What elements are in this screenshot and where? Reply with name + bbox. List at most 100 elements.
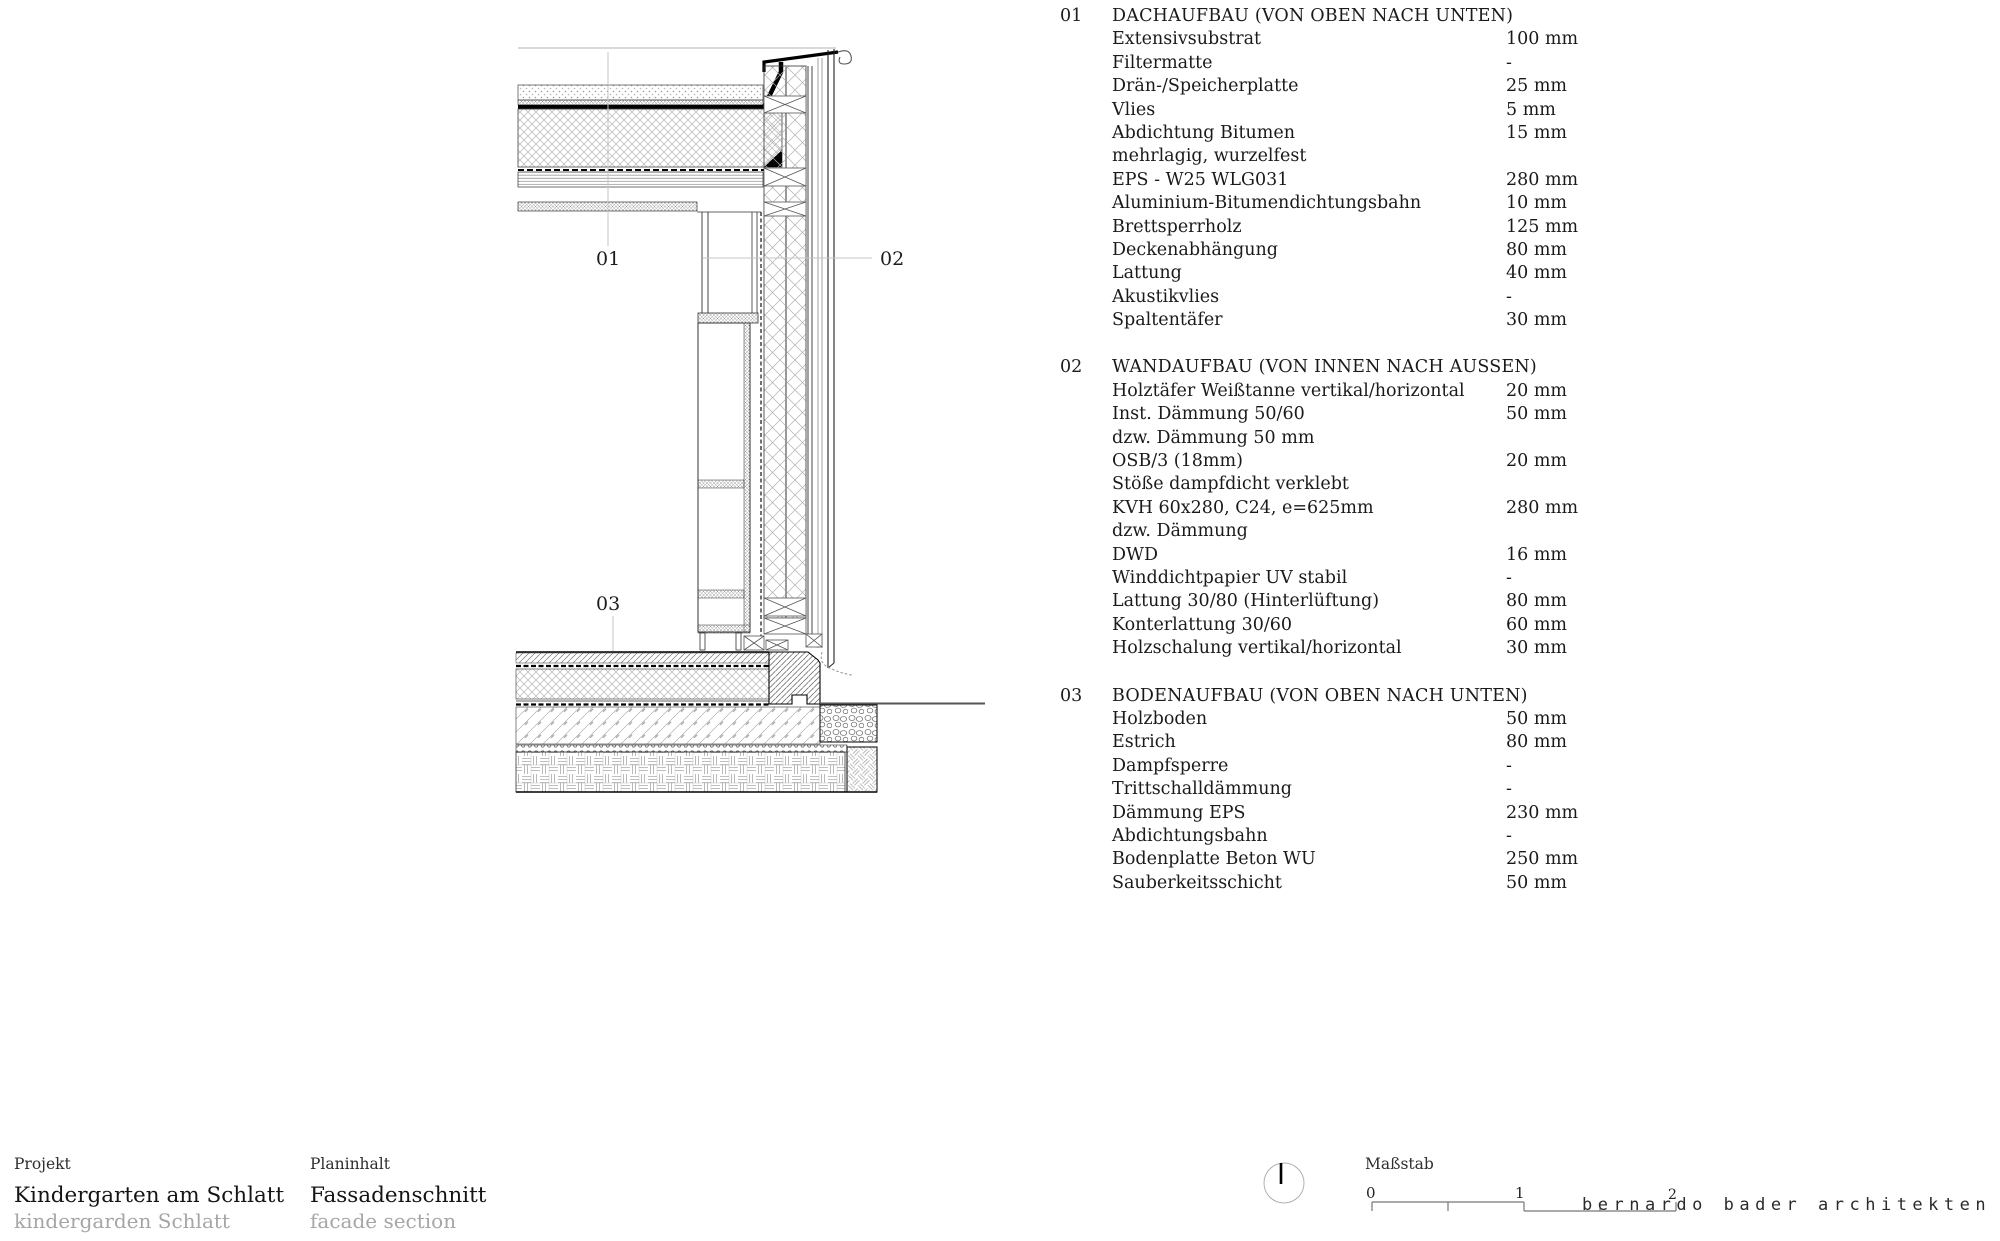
layer-name: Trittschalldämmung	[1112, 779, 1292, 800]
scale-bar	[1371, 1201, 1677, 1212]
scale-label: Maßstab	[1365, 1155, 1434, 1173]
layer-thickness: 100 mm	[1506, 29, 1579, 50]
layer-name: Holztäfer Weißtanne vertikal/horizontal	[1112, 380, 1465, 401]
layer-row: Stöße dampfdicht verklebt	[1060, 473, 1700, 496]
layer-name: Vlies	[1112, 99, 1156, 120]
layer-thickness: 50 mm	[1506, 708, 1568, 729]
layer-thickness: 50 mm	[1506, 872, 1568, 893]
layer-thickness: 80 mm	[1506, 732, 1568, 753]
plan-subtitle: facade section	[310, 1209, 457, 1233]
layer-row: dzw. Dämmung	[1060, 520, 1700, 543]
layer-name: DWD	[1112, 544, 1159, 565]
layer-thickness: -	[1506, 779, 1512, 800]
layer-thickness: 40 mm	[1506, 263, 1568, 284]
architect-firm-name: bernardo bader architekten	[1582, 1195, 1992, 1215]
layer-name: Inst. Dämmung 50/60	[1112, 404, 1305, 425]
section-title: DACHAUFBAU (VON OBEN NACH UNTEN)	[1112, 6, 1514, 26]
layer-row: dzw. Dämmung 50 mm	[1060, 427, 1700, 450]
section-number: 01	[1060, 6, 1083, 26]
layer-row: DWD 16 mm	[1060, 544, 1700, 567]
plan-title: Fassadenschnitt	[310, 1183, 487, 1208]
layer-name: Abdichtungsbahn	[1112, 825, 1268, 846]
layer-thickness: 60 mm	[1506, 614, 1568, 635]
layer-thickness: 16 mm	[1506, 544, 1568, 565]
section-title: WANDAUFBAU (VON INNEN NACH AUSSEN)	[1112, 357, 1537, 378]
section-header: 01 DACHAUFBAU (VON OBEN NACH UNTEN)	[1060, 5, 1700, 28]
layer-row: Holztäfer Weißtanne vertikal/horizontal 2…	[1060, 380, 1700, 403]
layer-name: Stöße dampfdicht verklebt	[1112, 474, 1349, 495]
layer-thickness: 125 mm	[1506, 216, 1579, 237]
layer-thickness: 280 mm	[1506, 169, 1579, 190]
scale-tick-2: 2	[1668, 1187, 1677, 1203]
layer-name: Lattung	[1112, 263, 1182, 284]
layer-name: Bodenplatte Beton WU	[1112, 849, 1316, 870]
layer-thickness: 50 mm	[1506, 404, 1568, 425]
layer-row: Konterlattung 30/60 60 mm	[1060, 614, 1700, 637]
scale-tick-1: 1	[1515, 1184, 1525, 1202]
layer-thickness: 80 mm	[1506, 239, 1568, 260]
layer-row: Inst. Dämmung 50/60 50 mm	[1060, 403, 1700, 426]
wall-assembly	[760, 49, 853, 676]
layer-thickness: -	[1506, 567, 1512, 588]
layer-row: Winddichtpapier UV stabil -	[1060, 567, 1700, 590]
layer-row: Lattung 30/80 (Hinterlüftung)80 mm	[1060, 590, 1700, 613]
layer-name: Akustikvlies	[1112, 286, 1220, 307]
north-marker-icon	[1263, 1162, 1305, 1204]
label-01: 01	[596, 248, 620, 270]
layer-row: Abdichtungsbahn-	[1060, 825, 1700, 848]
layer-thickness: 5 mm	[1506, 99, 1556, 120]
project-subtitle: kindergarden Schlatt	[14, 1209, 230, 1233]
layer-thickness: 10 mm	[1506, 193, 1568, 214]
layer-thickness: -	[1506, 52, 1512, 73]
layer-row: mehrlagig, wurzelfest	[1060, 145, 1700, 168]
layer-thickness: 80 mm	[1506, 591, 1568, 612]
project-label: Projekt	[14, 1155, 71, 1173]
layer-name: Drän-/Speicherplatte	[1112, 76, 1299, 97]
callout-labels: 01 02 03	[596, 52, 904, 651]
layer-thickness: 30 mm	[1506, 310, 1568, 331]
layer-name: Abdichtung Bitumen	[1112, 122, 1296, 143]
layer-name: dzw. Dämmung 50 mm	[1112, 427, 1315, 448]
layer-name: Dämmung EPS	[1112, 802, 1246, 823]
layer-name: Filtermatte	[1112, 52, 1213, 73]
layer-name: EPS - W25 WLG031	[1112, 169, 1289, 190]
interior-elements	[697, 212, 823, 651]
layer-row: Brettsperrholz 125 mm	[1060, 216, 1700, 239]
label-02: 02	[880, 248, 904, 270]
layer-thickness: 20 mm	[1506, 451, 1568, 472]
layer-name: Konterlattung 30/60	[1112, 614, 1292, 635]
section-title: BODENAUFBAU (VON OBEN NACH UNTEN)	[1112, 685, 1528, 706]
layer-row: Dämmung EPS 230 mm	[1060, 802, 1700, 825]
layer-row: Trittschalldämmung -	[1060, 778, 1700, 801]
layer-row: EPS - W25 WLG031 280 mm	[1060, 169, 1700, 192]
layer-name: Dampfsperre	[1112, 755, 1229, 776]
scale-tick-0: 0	[1366, 1184, 1376, 1202]
layer-row: Abdichtung Bitumen 15 mm	[1060, 122, 1700, 145]
legend-section-01: 01 DACHAUFBAU (VON OBEN NACH UNTEN) Extens…	[1060, 5, 1700, 332]
floor-assembly	[515, 651, 985, 793]
layer-name: Estrich	[1112, 732, 1176, 753]
layer-thickness: 250 mm	[1506, 849, 1579, 870]
layer-name: Brettsperrholz	[1112, 216, 1242, 237]
layer-name: Winddichtpapier UV stabil	[1112, 567, 1348, 588]
layer-thickness: 25 mm	[1506, 76, 1568, 97]
project-title: Kindergarten am Schlatt	[14, 1183, 285, 1208]
layer-row: OSB/3 (18mm)20 mm	[1060, 450, 1700, 473]
layer-row: Drän-/Speicherplatte 25 mm	[1060, 75, 1700, 98]
layer-row: Bodenplatte Beton WU 250 mm	[1060, 848, 1700, 871]
layer-thickness: 15 mm	[1506, 122, 1568, 143]
layer-thickness: 20 mm	[1506, 380, 1568, 401]
layer-row: Estrich 80 mm	[1060, 731, 1700, 754]
layer-name: Extensivsubstrat	[1112, 29, 1262, 50]
layer-name: mehrlagig, wurzelfest	[1112, 146, 1307, 167]
layer-thickness: 230 mm	[1506, 802, 1579, 823]
layer-name: dzw. Dämmung	[1112, 521, 1248, 542]
